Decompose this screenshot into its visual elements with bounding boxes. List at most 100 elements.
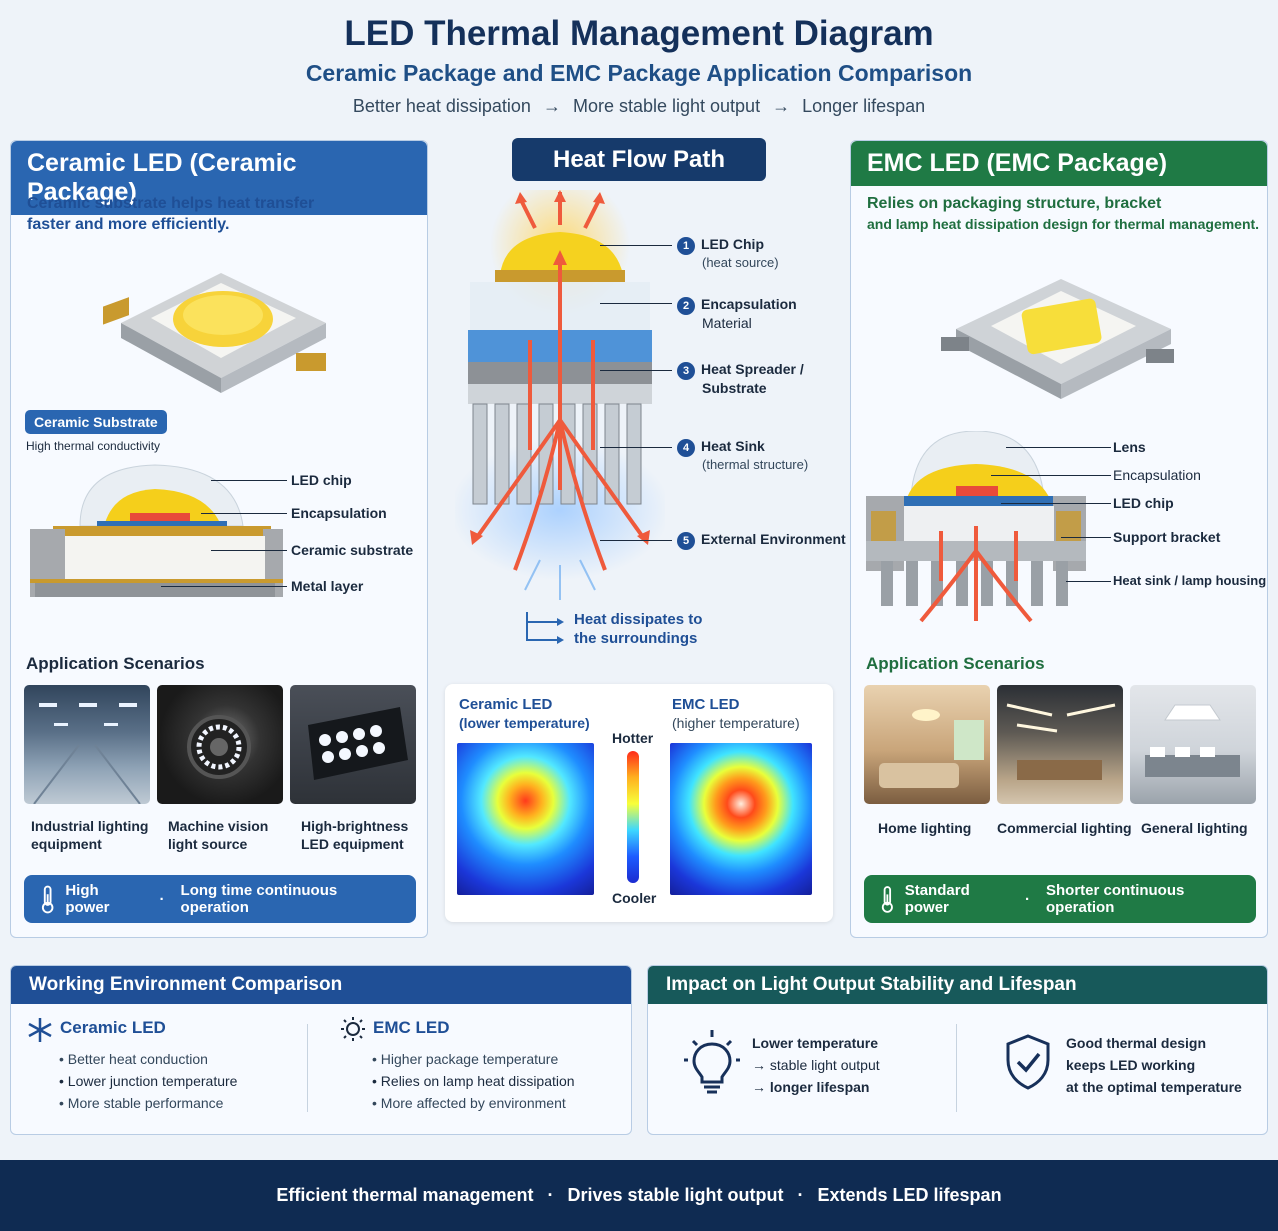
thermal-ceramic-title: Ceramic LED <box>459 696 553 713</box>
page-subtitle: Ceramic Package and EMC Package Applicat… <box>305 60 973 86</box>
emc-heatmap <box>670 743 812 895</box>
emc-panel: EMC LED (EMC Package) Relies on packagin… <box>850 140 1268 938</box>
footer-item: Efficient thermal management <box>276 1185 534 1205</box>
working-emc-list: • Higher package temperature • Relies on… <box>372 1048 575 1114</box>
tagline: Better heat dissipation→More stable ligh… <box>0 96 1278 117</box>
pill-text: Standard power <box>904 882 970 916</box>
list-item: • Higher package temperature <box>372 1051 559 1067</box>
step-number: 1 <box>677 237 695 255</box>
impact-line: Good thermal design <box>1066 1035 1207 1051</box>
ceramic-led-illustration <box>103 273 326 393</box>
ceramic-operation-pill: High power · Long time continuous operatio… <box>24 875 416 923</box>
label-led-chip: LED chip <box>291 472 352 488</box>
app-caption: Industrial lighting equipment <box>31 818 149 852</box>
list-item: • More stable performance <box>59 1095 224 1111</box>
arrow-icon: → <box>772 96 791 116</box>
step-title: Heat Spreader / <box>701 361 804 377</box>
step-number: 3 <box>677 362 695 380</box>
pointer-line <box>600 540 672 541</box>
footer-banner: Efficient thermal management · Drives stab… <box>0 1160 1278 1231</box>
label-ceramic-substrate: Ceramic substrate <box>291 542 414 558</box>
pointer-line <box>600 303 672 304</box>
pointer-line <box>600 447 672 448</box>
pointer-line <box>600 370 672 371</box>
emc-lead-1: Relies on packaging structure, bracket <box>867 195 1162 212</box>
impact-right-text: Good thermal design keeps LED working at… <box>1066 1032 1242 1098</box>
step-title: Encapsulation <box>701 296 797 312</box>
emc-led-illustration <box>941 279 1174 399</box>
label-encapsulation: Encapsulation <box>1113 467 1201 483</box>
label-support-bracket: Support bracket <box>1113 529 1221 545</box>
working-ceramic-title: Ceramic LED <box>60 1018 166 1037</box>
thermal-comparison: Ceramic LED (lower temperature) EMC LED … <box>445 684 833 922</box>
emc-app-title: Application Scenarios <box>866 654 1045 673</box>
thermometer-icon <box>881 886 893 913</box>
impact-panel: Impact on Light Output Stability and Lif… <box>647 965 1268 1135</box>
app-caption: High-brightness LED equipment <box>301 818 409 852</box>
thermal-emc-title: EMC LED <box>672 696 740 713</box>
list-item: • More affected by environment <box>372 1095 566 1111</box>
arrow-icon: → <box>542 96 561 116</box>
pointer-line <box>211 480 287 481</box>
emc-cross-section <box>866 431 1086 623</box>
industrial-lighting-image <box>24 685 150 804</box>
label-encapsulation: Encapsulation <box>291 505 387 521</box>
dissipate-note: Heat dissipates to the surroundings <box>574 611 703 647</box>
pointer-line <box>991 475 1111 476</box>
pointer-line <box>161 586 287 587</box>
pointer-line <box>1066 581 1111 582</box>
footer-item: Extends LED lifespan <box>817 1185 1002 1205</box>
step-sub: Substrate <box>702 380 767 396</box>
step-3: 3 Heat Spreader / Substrate <box>677 361 804 396</box>
step-title: Heat Sink <box>701 438 765 454</box>
label-metal-layer: Metal layer <box>291 578 364 594</box>
ceramic-heatmap <box>457 743 594 895</box>
machine-vision-image <box>157 685 283 804</box>
thermal-emc-sub: (higher temperature) <box>672 715 800 731</box>
emc-operation-pill: Standard power · Shorter continuous operat… <box>864 875 1256 923</box>
pill-text: High power <box>65 882 110 916</box>
step-number: 5 <box>677 532 695 550</box>
ceramic-lead: Ceramic substrate helps heat transfer fa… <box>27 195 315 233</box>
emc-panel-title: EMC LED (EMC Package) <box>851 141 1267 186</box>
working-title: Working Environment Comparison <box>11 966 631 1004</box>
label-heat-sink: Heat sink / lamp housing <box>1113 573 1267 588</box>
separator-dot: · <box>547 1185 554 1205</box>
working-ceramic-list: • Better heat conduction • Lower junctio… <box>59 1048 237 1114</box>
shield-check-icon <box>1006 1034 1050 1090</box>
impact-line: Lower temperature <box>752 1035 879 1051</box>
ceramic-panel-title: Ceramic LED (Ceramic Package) <box>11 141 427 215</box>
impact-line: → longer lifespan <box>752 1079 870 1095</box>
snowflake-icon <box>28 1018 52 1042</box>
impact-title: Impact on Light Output Stability and Lif… <box>648 966 1267 1004</box>
pointer-line <box>1001 503 1111 504</box>
heat-flow-title: Heat Flow Path <box>512 138 766 181</box>
ceramic-panel: Ceramic LED (Ceramic Package) Ceramic su… <box>10 140 428 938</box>
footer-item: Drives stable light output <box>567 1185 784 1205</box>
step-number: 4 <box>677 439 695 457</box>
pill-text: Shorter continuous operation <box>1046 882 1185 916</box>
working-emc-title: EMC LED <box>373 1018 450 1037</box>
divider <box>307 1024 308 1112</box>
step-title: LED Chip <box>701 236 764 252</box>
label-lens: Lens <box>1113 439 1146 455</box>
impact-line: → stable light output <box>752 1057 880 1073</box>
general-lighting-image <box>1130 685 1256 804</box>
label-led-chip: LED chip <box>1113 495 1174 511</box>
tagline-item: More stable light output <box>572 96 761 116</box>
page-title: LED Thermal Management Diagram <box>344 14 934 53</box>
separator-dot: · <box>159 890 165 908</box>
home-lighting-image <box>864 685 990 804</box>
pill-text: Long time continuous operation <box>180 882 338 916</box>
separator-dot: · <box>1025 890 1031 908</box>
sun-icon <box>341 1017 365 1041</box>
list-item: • Relies on lamp heat dissipation <box>372 1073 575 1089</box>
list-item: • Better heat conduction <box>59 1051 208 1067</box>
step-sub: (heat source) <box>702 255 779 270</box>
step-sub: Material <box>702 315 752 331</box>
commercial-lighting-image <box>997 685 1123 804</box>
ceramic-substrate-badge: Ceramic Substrate <box>25 410 167 434</box>
ceramic-cross-section <box>30 464 283 597</box>
ceramic-substrate-sub: High thermal conductivity <box>26 439 161 453</box>
